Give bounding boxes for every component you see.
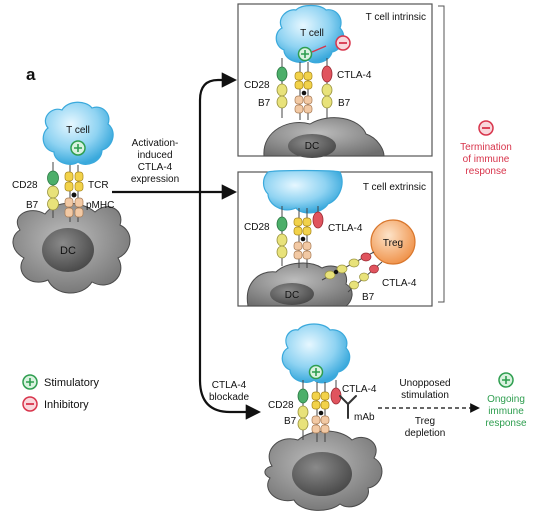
intrinsic-title: T cell intrinsic [366, 12, 426, 23]
panel-letter: a [26, 65, 36, 84]
dc-cell-left: DC [12, 202, 131, 294]
dc-label-intrinsic: DC [305, 141, 319, 152]
stimulatory-icon [70, 140, 86, 156]
treg-depletion-label: Treg depletion [405, 416, 446, 439]
stimulatory-icon [22, 374, 38, 390]
tcr-pmhc-pair-left: TCR pMHC [64, 165, 114, 222]
termination-line-2: of immune [463, 154, 510, 165]
ctla4-label-blockade: CTLA-4 [342, 384, 377, 395]
branch-arrows [112, 72, 262, 420]
termination-label: Termination of immune response [460, 142, 512, 177]
tcell-extrinsic [262, 169, 343, 214]
unopposed-line-1: Unopposed [399, 378, 450, 389]
unopposed-line-2: stimulation [401, 390, 449, 401]
tcr-pmhc-pair-intrinsic [294, 62, 313, 120]
treg-ctla4-label-extrinsic: CTLA-4 [382, 278, 417, 289]
legend-stimulatory-label: Stimulatory [44, 377, 100, 389]
tcell-label-left: T cell [66, 125, 90, 136]
b7-left-label-intrinsic: B7 [258, 98, 271, 109]
cd28-b7-pair-intrinsic [276, 58, 288, 118]
tcell-intrinsic [275, 4, 345, 64]
tcell-left: T cell [42, 101, 114, 165]
cd28-label-left: CD28 [12, 180, 38, 191]
cd28-b7-pair-left: CD28 B7 [12, 162, 59, 218]
activation-label: Activation- induced CTLA-4 expression [131, 138, 179, 185]
cd28-label-intrinsic: CD28 [244, 80, 270, 91]
ctla4-blocked-blockade [330, 380, 342, 405]
blockade-line-1: CTLA-4 [212, 380, 247, 391]
extrinsic-title: T cell extrinsic [363, 182, 426, 193]
tcr-pmhc-pair-extrinsic [293, 208, 312, 268]
ctla4-label-extrinsic: CTLA-4 [328, 223, 363, 234]
tcell-label-intrinsic: T cell [300, 28, 324, 39]
tcell-blockade [281, 323, 351, 384]
dc-nucleus-left [42, 228, 94, 272]
stimulatory-icon [297, 46, 313, 62]
arrow-to-intrinsic [198, 72, 238, 192]
dc-nucleus-intrinsic [288, 134, 336, 158]
cd28-b7-pair-blockade [297, 380, 309, 440]
cd28-label-extrinsic: CD28 [244, 222, 270, 233]
dc-nucleus-extrinsic [270, 283, 314, 305]
outcome-bracket [438, 5, 445, 303]
pmhc-label-left: pMHC [86, 200, 114, 211]
inhibition-signal-line [311, 45, 327, 53]
mab-antibody-icon [339, 395, 357, 419]
dc-nucleus-blockade [292, 452, 352, 496]
stimulatory-icon [308, 364, 324, 380]
ongoing-line-1: Ongoing [487, 394, 525, 405]
ctla4-b7-pair-intrinsic [321, 58, 333, 118]
treg-depletion-line-1: Treg [415, 416, 435, 427]
dc-label-extrinsic: DC [285, 290, 299, 301]
cd28-label-blockade: CD28 [268, 400, 294, 411]
treg-cell: Treg [370, 219, 416, 265]
legend: Stimulatory Inhibitory [22, 374, 100, 412]
activation-line-4: expression [131, 174, 179, 185]
activation-line-1: Activation- [132, 138, 179, 149]
tcr-pmhc-pair-blockade [311, 382, 330, 442]
ctla4-unbound-extrinsic [312, 206, 324, 229]
treg-label: Treg [383, 238, 403, 249]
blockade-line-2: blockade [209, 392, 249, 403]
intrinsic-box: T cell intrinsic DC T cell CD28 B7 [237, 3, 433, 158]
blockade-label: CTLA-4 blockade [209, 380, 249, 403]
extrinsic-box: T cell extrinsic DC CD28 [237, 169, 433, 307]
ongoing-label: Ongoing immune response [485, 394, 527, 429]
legend-inhibitory-label: Inhibitory [44, 399, 89, 411]
arrow-to-blockade [198, 192, 262, 420]
termination-line-3: response [465, 166, 507, 177]
termination-line-1: Termination [460, 142, 512, 153]
inhibitory-icon [478, 120, 494, 136]
activation-line-2: induced [137, 150, 172, 161]
ongoing-line-3: response [485, 418, 527, 429]
blockade-panel: CD28 B7 CTLA-4 mAb Unoppos [264, 323, 527, 511]
cd28-b7-pair-extrinsic [276, 206, 288, 266]
treg-ctla4-b7-chain-1 [321, 251, 375, 281]
unopposed-label: Unopposed stimulation [399, 378, 450, 401]
tcr-label-left: TCR [88, 180, 109, 191]
stimulatory-icon [498, 372, 514, 388]
inhibitory-icon [22, 396, 38, 412]
left-panel: DC T cell CD28 B7 [12, 101, 131, 294]
b7-label-left: B7 [26, 200, 39, 211]
ctla4-label-intrinsic: CTLA-4 [337, 70, 372, 81]
b7-label-extrinsic: B7 [362, 292, 375, 303]
ongoing-line-2: immune [488, 406, 524, 417]
mab-label-blockade: mAb [354, 412, 375, 423]
b7-right-label-intrinsic: B7 [338, 98, 351, 109]
b7-label-blockade: B7 [284, 416, 297, 427]
treg-depletion-line-2: depletion [405, 428, 446, 439]
activation-line-3: CTLA-4 [138, 162, 173, 173]
inhibitory-icon [335, 35, 351, 51]
dc-label-left: DC [60, 245, 76, 257]
treg-ctla4-b7-chain-2 [347, 261, 383, 293]
